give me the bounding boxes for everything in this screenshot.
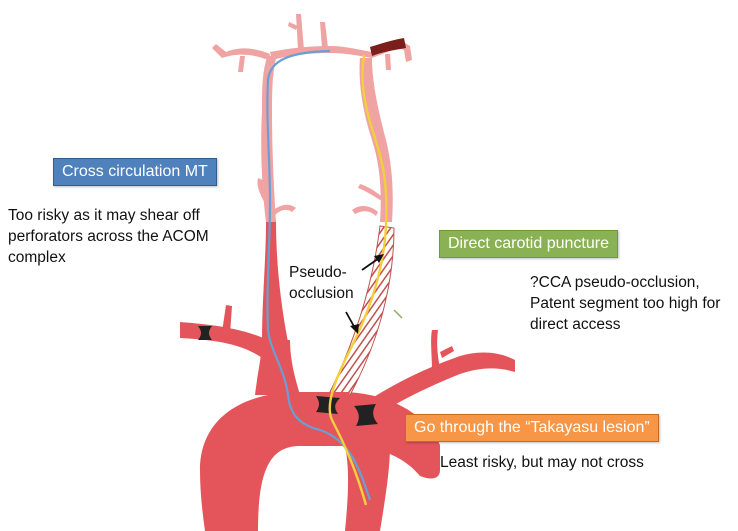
left-eca — [358, 184, 384, 200]
right-common-carotid — [262, 220, 288, 342]
takayasu-route-label: Go through the “Takayasu lesion” — [405, 414, 659, 442]
direct-puncture-label: Direct carotid puncture — [439, 230, 618, 258]
cross-circulation-label: Cross circulation MT — [53, 158, 217, 186]
pseudo-occluded-segment — [329, 225, 395, 396]
direct-puncture-line — [393, 309, 403, 319]
right-external-carotid — [257, 178, 270, 205]
left-subclavian — [340, 352, 515, 430]
pseudo-arrowhead-upper — [374, 254, 384, 263]
direct-puncture-note: ?CCA pseudo-occlusion, Patent segment to… — [530, 274, 721, 333]
left-pca — [385, 54, 391, 70]
stenosis-left-cca — [316, 396, 340, 414]
right-ica-branch — [270, 204, 296, 216]
right-vertebral — [222, 305, 232, 334]
descending-aorta — [345, 446, 390, 531]
stenosis-left-subclavian — [354, 404, 378, 426]
right-mca — [212, 44, 270, 60]
left-vertebral — [431, 330, 440, 370]
left-ica-branch — [352, 206, 378, 216]
pseudo-occlusion-label: Pseudo- occlusion — [289, 262, 369, 304]
pseudo-arrowhead-lower — [350, 324, 359, 334]
left-aca — [320, 22, 328, 48]
clot — [370, 38, 406, 56]
aortic-arch — [200, 392, 440, 531]
pseudo-label-line2: occlusion — [289, 285, 354, 302]
acom-complex — [270, 46, 372, 60]
yellow-catheter — [328, 54, 388, 506]
right-aca-branch — [288, 22, 298, 30]
pseudo-label-line1: Pseudo- — [289, 264, 347, 281]
right-aca — [296, 14, 304, 50]
blue-catheter — [266, 49, 372, 501]
cross-circulation-note: Too risky as it may shear off perforator… — [8, 207, 209, 266]
takayasu-route-note: Least risky, but may not cross — [440, 454, 644, 471]
right-pca — [238, 56, 245, 72]
stenosis-right-subclavian — [198, 326, 212, 340]
left-vertebral-branch — [440, 346, 454, 358]
